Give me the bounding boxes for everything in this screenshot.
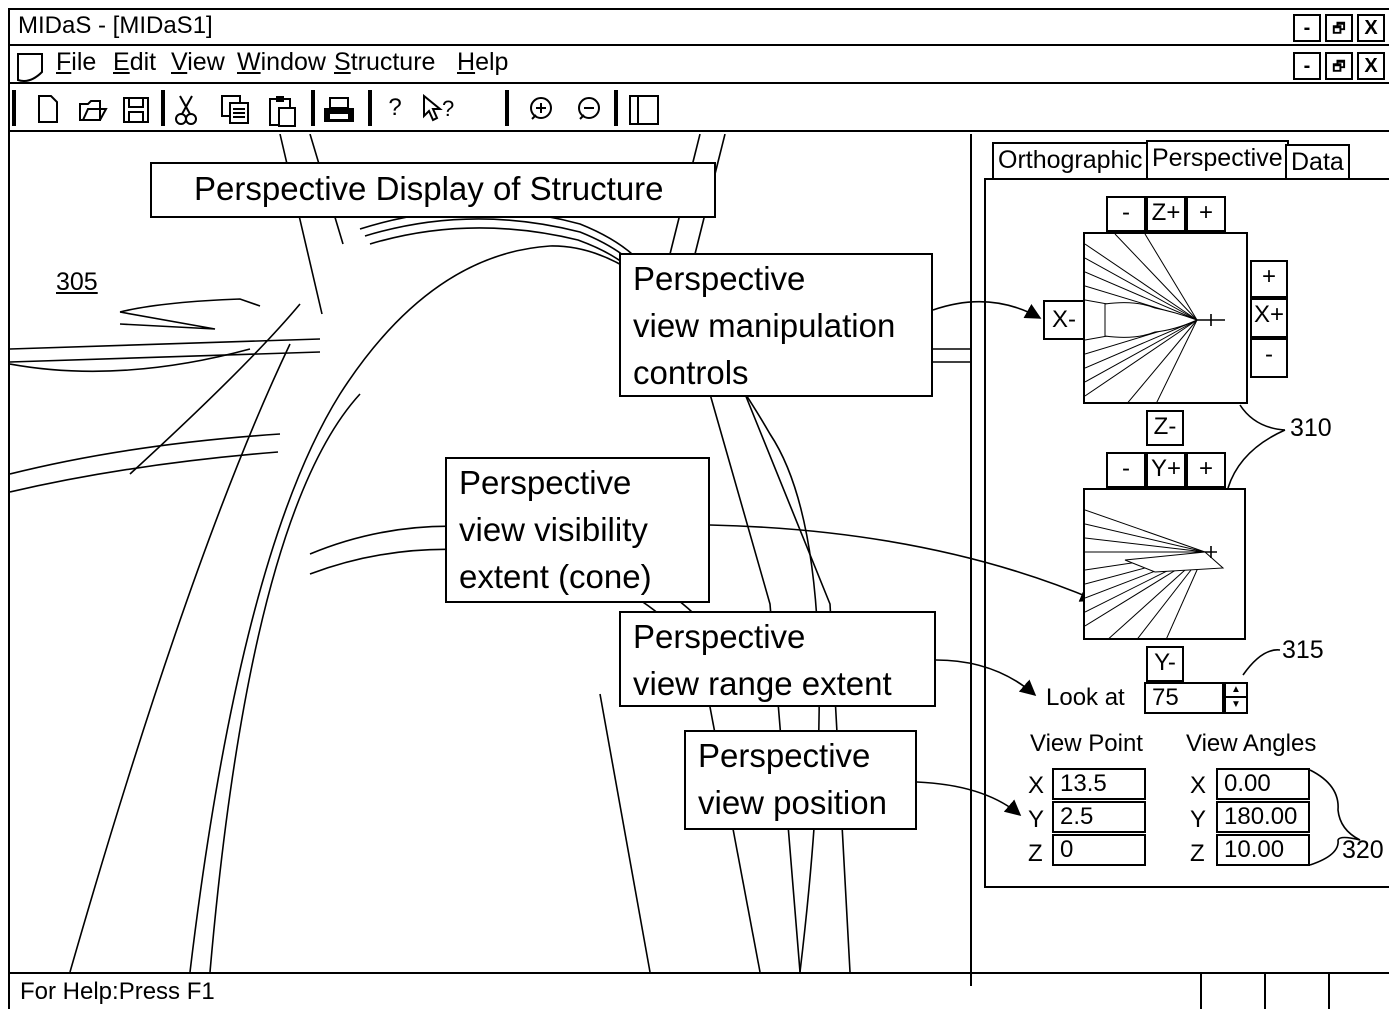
open-folder-icon[interactable] — [78, 96, 108, 124]
toolbar-divider — [311, 90, 315, 126]
app-window — [8, 8, 1389, 1009]
menu-edit[interactable]: Edit — [113, 48, 157, 76]
toolbar — [10, 84, 1389, 132]
view-angles-x-input[interactable]: 0.00 — [1216, 768, 1310, 800]
child-restore-button[interactable]: 🗗 — [1325, 52, 1353, 80]
view-point-y-label: Y — [1028, 806, 1045, 833]
tab-data[interactable]: Data — [1285, 144, 1350, 180]
x-minus-button[interactable]: X- — [1043, 300, 1085, 340]
look-at-spinner[interactable]: ▲ ▼ — [1224, 682, 1248, 714]
cut-icon[interactable] — [174, 94, 198, 126]
menu-view[interactable]: View — [171, 48, 225, 76]
zoom-out-icon[interactable] — [576, 95, 606, 125]
view-point-label: View Point — [1030, 730, 1143, 757]
menu-help[interactable]: Help — [457, 48, 509, 76]
window-title: MIDaS - [MIDaS1] — [18, 12, 213, 39]
ref-315: 315 — [1282, 636, 1324, 664]
split-view-icon[interactable] — [628, 94, 660, 126]
status-cell — [1328, 974, 1330, 1009]
ref-310: 310 — [1290, 414, 1332, 442]
z-plus-button[interactable]: Z+ — [1146, 196, 1186, 232]
toolbar-divider — [12, 90, 16, 126]
view-point-y-input[interactable]: 2.5 — [1052, 801, 1146, 833]
child-minimize-button[interactable]: - — [1293, 52, 1321, 80]
x-plus-button[interactable]: X+ — [1250, 298, 1288, 338]
restore-button[interactable]: 🗗 — [1325, 14, 1353, 42]
menu-file[interactable]: File — [56, 48, 97, 76]
view-angles-z-input[interactable]: 10.00 — [1216, 834, 1310, 866]
menu-bar — [10, 46, 1389, 84]
child-close-button[interactable]: X — [1357, 52, 1385, 80]
copy-icon[interactable] — [220, 94, 252, 126]
status-cell — [1264, 974, 1266, 1009]
look-at-label: Look at — [1046, 684, 1125, 711]
zoom-in-icon[interactable] — [528, 95, 558, 125]
side-view-cone — [1085, 509, 1225, 638]
tab-perspective[interactable]: Perspective — [1146, 140, 1289, 180]
pane-splitter[interactable] — [970, 134, 974, 986]
y-decrement-button[interactable]: - — [1106, 452, 1146, 488]
ref-320: 320 — [1342, 836, 1384, 864]
close-button[interactable]: X — [1357, 14, 1385, 42]
minimize-button[interactable]: - — [1293, 14, 1321, 42]
look-at-input[interactable]: 75 — [1144, 682, 1224, 714]
tab-orthographic[interactable]: Orthographic — [992, 142, 1149, 178]
side-view-preview[interactable] — [1083, 488, 1246, 640]
display-title-callout: Perspective Display of Structure — [150, 162, 716, 218]
context-help-icon[interactable]: ? — [420, 94, 460, 124]
toolbar-divider — [614, 90, 618, 126]
perspective-panel — [984, 178, 1389, 888]
menu-structure[interactable]: Structure — [334, 48, 436, 76]
z-minus-button[interactable]: Z- — [1146, 410, 1184, 446]
status-cell — [1200, 974, 1202, 1009]
document-icon[interactable] — [16, 52, 44, 82]
view-angles-label: View Angles — [1186, 730, 1317, 757]
view-point-z-label: Z — [1028, 840, 1043, 867]
status-text: For Help:Press F1 — [20, 978, 215, 1005]
spin-down-icon[interactable]: ▼ — [1231, 699, 1241, 710]
toolbar-divider — [505, 90, 509, 126]
y-increment-button[interactable]: + — [1186, 452, 1226, 488]
view-angles-z-label: Z — [1190, 840, 1205, 867]
z-decrement-button[interactable]: - — [1106, 196, 1146, 232]
help-icon[interactable]: ? — [388, 94, 402, 121]
save-icon[interactable] — [122, 96, 150, 124]
print-icon[interactable] — [322, 96, 356, 126]
svg-text:?: ? — [442, 96, 454, 121]
view-angles-y-label: Y — [1190, 806, 1207, 833]
toolbar-divider — [368, 90, 372, 126]
z-increment-button[interactable]: + — [1186, 196, 1226, 232]
x-increment-button[interactable]: + — [1250, 260, 1288, 298]
spin-up-icon[interactable]: ▲ — [1226, 684, 1246, 698]
x-decrement-button[interactable]: - — [1250, 338, 1288, 378]
top-view-cone — [1085, 234, 1225, 402]
view-angles-x-label: X — [1190, 772, 1207, 799]
view-point-z-input[interactable]: 0 — [1052, 834, 1146, 866]
y-minus-button[interactable]: Y- — [1146, 646, 1184, 682]
view-angles-y-input[interactable]: 180.00 — [1216, 801, 1310, 833]
menu-window[interactable]: Window — [237, 48, 326, 76]
paste-icon[interactable] — [268, 94, 298, 128]
new-file-icon[interactable] — [36, 94, 60, 124]
title-bar — [10, 10, 1389, 46]
y-plus-button[interactable]: Y+ — [1146, 452, 1186, 488]
status-bar — [10, 972, 1389, 1009]
toolbar-divider — [161, 90, 165, 126]
view-point-x-label: X — [1028, 772, 1045, 799]
top-view-preview[interactable] — [1083, 232, 1248, 404]
view-point-x-input[interactable]: 13.5 — [1052, 768, 1146, 800]
ref-305: 305 — [56, 268, 98, 296]
